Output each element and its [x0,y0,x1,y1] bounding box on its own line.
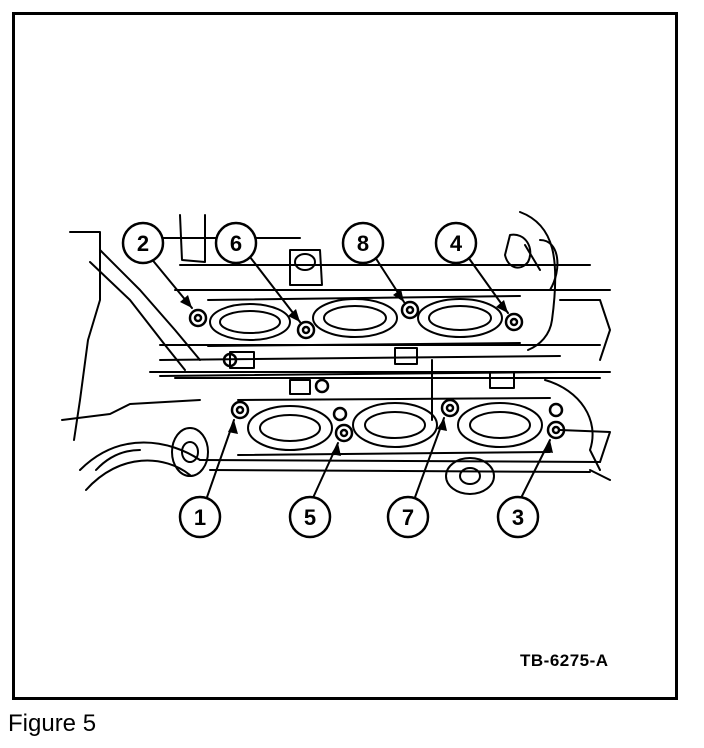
callout-7: 7 [386,495,430,539]
callout-2: 2 [121,221,165,265]
lower-intake-ports [237,397,551,456]
callout-7-label: 7 [402,505,414,530]
callout-4-label: 4 [450,231,463,256]
callout-3: 3 [496,495,540,539]
figure-frame [12,12,678,700]
engine-outline [61,211,611,491]
callout-6-label: 6 [230,231,242,256]
upper-intake-ports [207,295,521,347]
figure-reference-code: TB-6275-A [520,651,609,670]
callout-8: 8 [341,221,385,265]
fuel-rail [159,347,561,421]
callout-8-label: 8 [357,231,369,256]
figure-caption: Figure 5 [8,710,97,737]
manifold-bolts [188,300,566,443]
callout-1: 1 [178,495,222,539]
callout-6: 6 [214,221,258,265]
callout-5-label: 5 [304,505,316,530]
callout-4: 4 [434,221,478,265]
leader-arrowheads [180,289,553,456]
callout-1-label: 1 [194,505,206,530]
callout-5: 5 [288,495,332,539]
callout-2-label: 2 [137,231,149,256]
sensor-bosses [171,233,532,495]
callout-3-label: 3 [512,505,524,530]
